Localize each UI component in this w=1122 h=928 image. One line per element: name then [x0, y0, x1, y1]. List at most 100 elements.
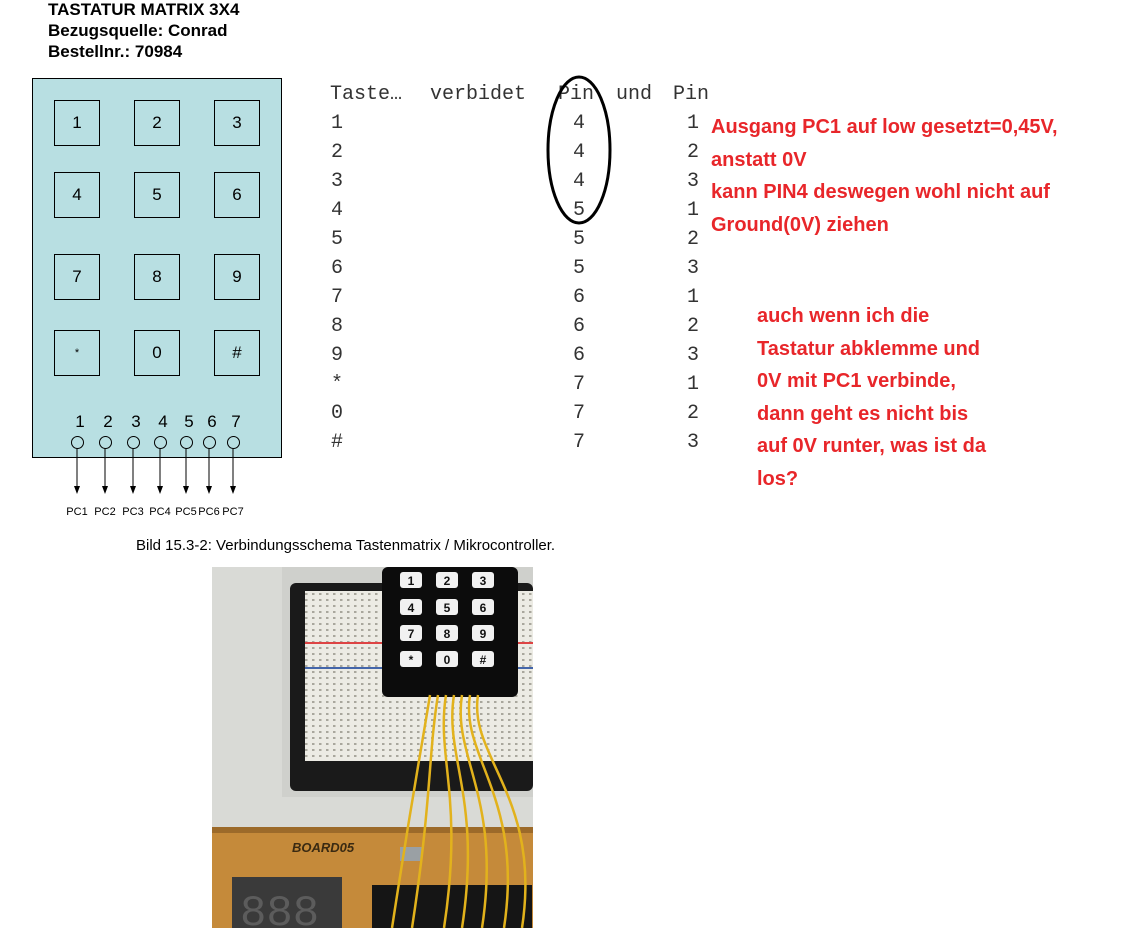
pin-number-4: 4: [158, 412, 168, 431]
pin-arrow-2: [102, 486, 108, 494]
table-cell-key: 3: [331, 170, 344, 193]
keypad-key-7: 7: [54, 254, 100, 300]
table-cell-key: 6: [331, 257, 344, 280]
table-cell-key: 9: [331, 344, 344, 367]
table-cell-pin-b: 3: [687, 431, 700, 454]
photo-display-digits: 888: [240, 889, 319, 928]
table-cell-pin-b: 2: [687, 228, 700, 251]
photo-wire: [459, 694, 489, 928]
svg-text:1: 1: [408, 574, 415, 588]
port-label-pc3: PC3: [122, 506, 144, 518]
photo-key-2: 2: [436, 572, 458, 588]
table-cell-pin-a: 5: [573, 199, 586, 222]
svg-text:6: 6: [480, 601, 487, 615]
note-voltage: Ausgang PC1 auf low gesetzt=0,45V,anstat…: [711, 111, 1058, 241]
pin-number-6: 6: [207, 412, 217, 431]
highlight-ellipse: [546, 75, 612, 225]
port-label-pc6: PC6: [198, 506, 220, 518]
table-cell-pin-a: 6: [573, 286, 586, 309]
keypad-key-star: *: [54, 330, 100, 376]
table-header-1: Taste…: [330, 83, 403, 106]
photo-key-hash: #: [472, 651, 494, 667]
table-cell-key: 1: [331, 112, 344, 135]
note1-line: anstatt 0V: [711, 148, 807, 171]
table-cell-key: 7: [331, 286, 344, 309]
pin-circle-4: [154, 436, 167, 449]
pin-arrow-6: [206, 486, 212, 494]
figure-caption: Bild 15.3-2: Verbindungsschema Tastenmat…: [136, 537, 556, 554]
table-header-2: verbidet: [430, 83, 527, 106]
note1-line: Ground(0V) ziehen: [711, 213, 889, 236]
port-label-pc2: PC2: [94, 506, 116, 518]
table-cell-pin-b: 2: [687, 402, 700, 425]
svg-text:4: 4: [408, 601, 415, 615]
table-cell-pin-a: 4: [573, 141, 586, 164]
table-cell-key: 5: [331, 228, 344, 251]
table-cell-pin-b: 1: [687, 286, 700, 309]
pin-arrow-1: [74, 486, 80, 494]
table-cell-key: 8: [331, 315, 344, 338]
pin-circle-5: [180, 436, 193, 449]
photo-wire: [410, 694, 440, 928]
order-number: Bestellnr.: 70984: [48, 42, 183, 61]
keypad-key-5: 5: [134, 172, 180, 218]
photo-key-star: *: [400, 651, 422, 667]
keypad-key-hash: #: [214, 330, 260, 376]
pin-number-3: 3: [131, 412, 141, 431]
table-cell-key: 4: [331, 199, 344, 222]
table-cell-pin-a: 5: [573, 228, 586, 251]
note2-line: dann geht es nicht bis: [757, 402, 969, 425]
table-cell-pin-a: 6: [573, 344, 586, 367]
photo-key-5: 5: [436, 599, 458, 615]
table-cell-key: 2: [331, 141, 344, 164]
photo-wire: [442, 694, 453, 928]
keypad-key-9: 9: [214, 254, 260, 300]
keypad-key-3: 3: [214, 100, 260, 146]
table-cell-pin-a: 7: [573, 402, 586, 425]
port-label-pc5: PC5: [175, 506, 197, 518]
port-label-pc1: PC1: [66, 506, 88, 518]
table-cell-key: *: [331, 373, 344, 396]
table-cell-pin-b: 1: [687, 373, 700, 396]
keypad-key-6: 6: [214, 172, 260, 218]
photo-key-4: 4: [400, 599, 422, 615]
photo-key-9: 9: [472, 625, 494, 641]
table-cell-pin-b: 3: [687, 170, 700, 193]
table-cell-pin-b: 1: [687, 199, 700, 222]
photo-key-1: 1: [400, 572, 422, 588]
table-cell-pin-a: 7: [573, 373, 586, 396]
svg-text:2: 2: [444, 574, 451, 588]
pin-circle-7: [227, 436, 240, 449]
svg-text:5: 5: [444, 601, 451, 615]
pin-circle-3: [127, 436, 140, 449]
svg-text:0: 0: [444, 653, 451, 667]
table-cell-pin-b: 2: [687, 141, 700, 164]
svg-text:9: 9: [480, 627, 487, 641]
photo-led-display: [232, 877, 342, 928]
pin-arrow-3: [130, 486, 136, 494]
table-cell-key: 0: [331, 402, 344, 425]
photo-key-6: 6: [472, 599, 494, 615]
port-label-pc4: PC4: [149, 506, 171, 518]
table-cell-key: #: [331, 431, 344, 454]
table-header-4: und: [616, 83, 653, 106]
note2-line: auch wenn ich die: [757, 305, 930, 327]
source-line: Bezugsquelle: Conrad: [48, 21, 228, 40]
table-cell-pin-a: 6: [573, 315, 586, 338]
table-header-3: Pin: [558, 83, 595, 106]
photo-key-7: 7: [400, 625, 422, 641]
note1-line: kann PIN4 deswegen wohl nicht auf: [711, 181, 1050, 203]
table-cell-pin-b: 2: [687, 315, 700, 338]
svg-text:*: *: [409, 653, 414, 667]
table-header-5: Pin: [673, 83, 710, 106]
photo-board-label: BOARD05: [292, 840, 355, 855]
photo-wire: [475, 694, 527, 928]
pin-arrow-7: [230, 486, 236, 494]
note2-line: auf 0V runter, was ist da: [757, 435, 986, 457]
photo-wire: [467, 694, 510, 928]
pin-arrow-5: [183, 486, 189, 494]
svg-text:8: 8: [444, 627, 451, 641]
pin-number-5: 5: [184, 412, 194, 431]
